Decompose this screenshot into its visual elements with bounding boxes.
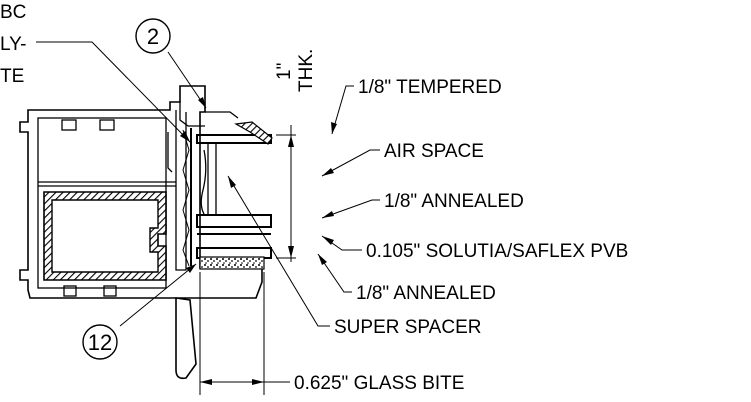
partial-label-top: BC <box>0 2 26 23</box>
thickness-dimension <box>276 125 296 262</box>
balloon-2-number: 2 <box>147 24 159 49</box>
glass-bite-dimension <box>199 272 290 395</box>
top-gasket <box>234 121 273 145</box>
glass-lites <box>196 134 272 259</box>
setting-block <box>199 256 265 270</box>
super-spacer-label: SUPER SPACER <box>334 317 481 338</box>
thickness-unit: THK. <box>296 49 317 92</box>
leader-lines <box>36 41 380 327</box>
partial-label-mid: LY- <box>0 34 26 55</box>
air-space-label: AIR SPACE <box>384 141 484 162</box>
glass-bite-label: 0.625" GLASS BITE <box>294 373 464 394</box>
partial-label-bottom: TE <box>0 66 24 87</box>
balloon-12-number: 12 <box>88 330 112 355</box>
annealed-lower-label: 1/8" ANNEALED <box>356 283 496 304</box>
balloon-2: 2 <box>135 18 171 54</box>
glazing-tape <box>182 129 190 267</box>
pvb-label: 0.105" SOLUTIA/SAFLEX PVB <box>366 241 628 262</box>
drip-leg <box>175 297 197 380</box>
thickness-value: 1" <box>274 63 295 80</box>
tempered-label: 1/8" TEMPERED <box>358 77 502 98</box>
balloon-12: 12 <box>82 324 118 360</box>
annealed-upper-label: 1/8" ANNEALED <box>384 191 524 212</box>
steel-reinforcement <box>43 191 167 281</box>
